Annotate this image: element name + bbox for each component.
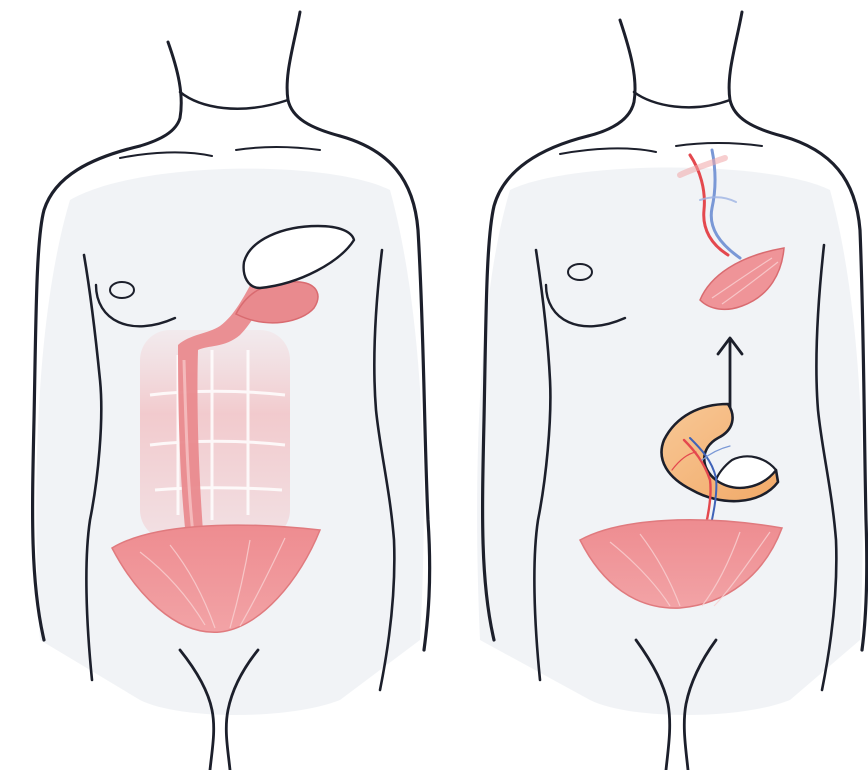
right-clavicle-b [676, 143, 762, 146]
left-torso [33, 12, 430, 770]
right-neck-outline-right [729, 12, 782, 136]
left-neck-outline-right [287, 12, 340, 136]
right-clavicle-left-figure [236, 147, 320, 150]
right-clavicle-a [560, 148, 656, 154]
left-neck-base [180, 92, 288, 109]
left-clavicle [120, 152, 212, 158]
right-torso [477, 12, 867, 770]
right-neck-outline [588, 20, 635, 136]
left-abdomen-glow [140, 330, 290, 540]
right-neck-base [634, 92, 730, 107]
left-neck-outline [140, 42, 181, 146]
